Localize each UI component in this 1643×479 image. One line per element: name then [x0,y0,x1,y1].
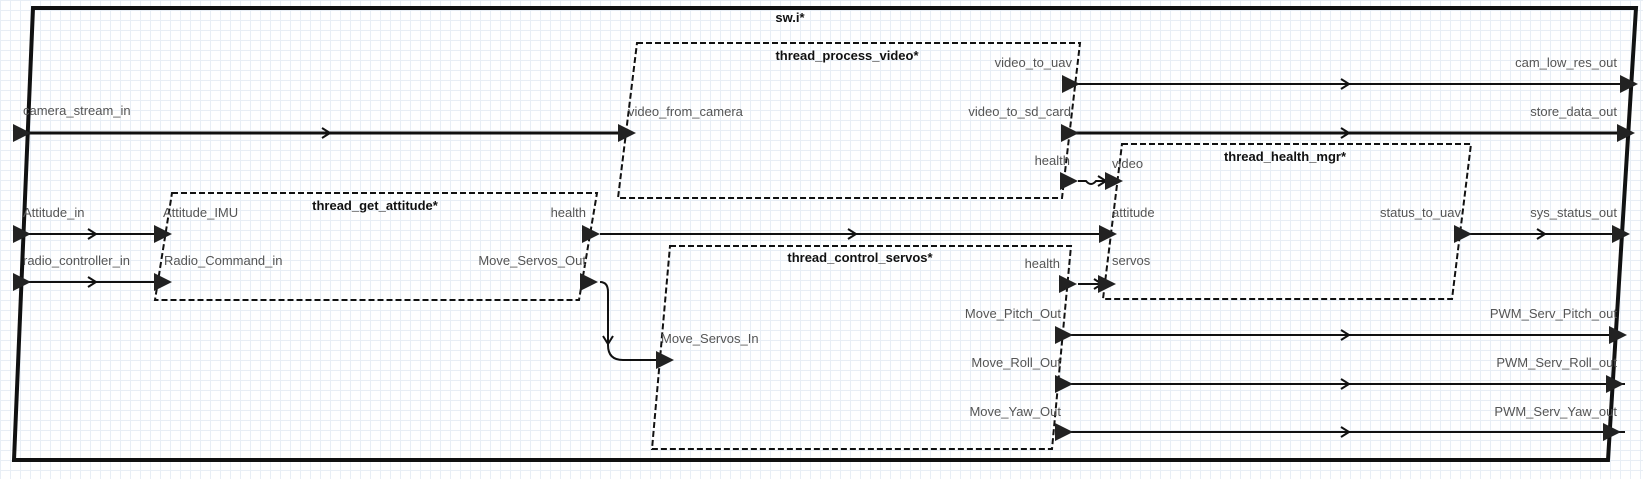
port-video-to-sd-card[interactable] [1061,124,1079,142]
label-camera-stream-in: camera_stream_in [23,103,131,118]
port-move-pitch-out[interactable] [1055,326,1073,344]
label-move-yaw-out: Move_Yaw_Out [969,404,1061,419]
port-video-to-uav[interactable] [1062,75,1080,93]
arrow-mid-store [1340,127,1351,139]
thread-control-servos-box[interactable] [650,245,1073,450]
label-health-attitude: attitude [1112,205,1155,220]
port-process-video-health[interactable] [1060,172,1078,190]
port-move-yaw-out[interactable] [1055,423,1073,441]
thread-health-mgr-box[interactable] [1101,143,1473,300]
arrow-mid-pitch [1340,329,1351,341]
label-status-to-uav: status_to_uav [1380,205,1461,220]
system-boundary[interactable] [11,6,1639,462]
label-pwm-serv-yaw-out: PWM_Serv_Yaw_out [1494,404,1617,419]
port-status-to-uav[interactable] [1454,225,1472,243]
port-control-servos-health[interactable] [1059,275,1077,293]
arrow-mid-camera [321,127,332,139]
port-attitude-in[interactable] [13,225,31,243]
port-cam-low-res-out[interactable] [1620,75,1638,93]
arrow-mid-radio [87,276,98,288]
port-get-attitude-health[interactable] [582,225,600,243]
port-camera-stream-in[interactable] [13,124,31,142]
arrow-mid-yaw [1340,426,1351,438]
port-pwm-serv-yaw-out[interactable] [1603,423,1621,441]
label-health-servos: servos [1112,253,1151,268]
label-pwm-serv-roll-out: PWM_Serv_Roll_out [1496,355,1617,370]
port-store-data-out[interactable] [1617,124,1635,142]
arrow-mid-move-servos [602,335,614,346]
label-attitude-imu: Attitude_IMU [163,205,238,220]
port-move-servos-in[interactable] [656,351,674,369]
label-store-data-out: store_data_out [1530,104,1617,119]
label-attitude-in: Attitude_in [23,205,84,220]
port-radio-controller-in[interactable] [13,273,31,291]
port-health-attitude[interactable] [1099,225,1117,243]
arrow-mid-attitude [87,228,98,240]
label-process-video-health: health [1035,153,1070,168]
port-health-servos[interactable] [1098,275,1116,293]
thread-get-attitude-title: thread_get_attitude* [312,198,439,213]
label-move-servos-in: Move_Servos_In [661,331,759,346]
label-video-to-sd-card: video_to_sd_card [968,104,1071,119]
port-health-video[interactable] [1105,172,1123,190]
arrow-mid-status [1536,228,1547,240]
port-pwm-serv-pitch-out[interactable] [1609,326,1627,344]
label-get-attitude-health: health [551,205,586,220]
arrow-mid-attitude-health [847,228,858,240]
thread-process-video-title: thread_process_video* [775,48,919,63]
port-pwm-serv-roll-out[interactable] [1606,375,1624,393]
label-sys-status-out: sys_status_out [1530,205,1617,220]
label-radio-command-in: Radio_Command_in [164,253,283,268]
label-cam-low-res-out: cam_low_res_out [1515,55,1617,70]
thread-get-attitude-box[interactable] [153,192,599,301]
label-pwm-serv-pitch-out: PWM_Serv_Pitch_out [1490,306,1618,321]
label-move-servos-out: Move_Servos_Out [478,253,586,268]
port-markers [13,75,1638,441]
port-attitude-imu[interactable] [154,225,172,243]
port-sys-status-out[interactable] [1612,225,1630,243]
label-health-video: video [1112,156,1143,171]
port-move-roll-out[interactable] [1055,375,1073,393]
arrow-mid-roll [1340,378,1351,390]
label-radio-controller-in: radio_controller_in [23,253,130,268]
conn-video-health [1078,180,1110,185]
label-move-roll-out: Move_Roll_Out [971,355,1061,370]
conn-move-servos [599,281,660,361]
label-move-pitch-out: Move_Pitch_Out [965,306,1061,321]
label-control-servos-health: health [1025,256,1060,271]
label-video-from-camera: video_from_camera [628,104,744,119]
thread-control-servos-title: thread_control_servos* [787,250,933,265]
arrow-mid-cam-low-res [1340,78,1351,90]
system-title: sw.i* [775,10,805,25]
thread-health-mgr-title: thread_health_mgr* [1224,149,1347,164]
port-video-from-camera[interactable] [618,124,636,142]
thread-process-video-box[interactable] [616,42,1082,199]
port-radio-command-in[interactable] [154,273,172,291]
port-move-servos-out[interactable] [580,273,598,291]
label-video-to-uav: video_to_uav [995,55,1073,70]
